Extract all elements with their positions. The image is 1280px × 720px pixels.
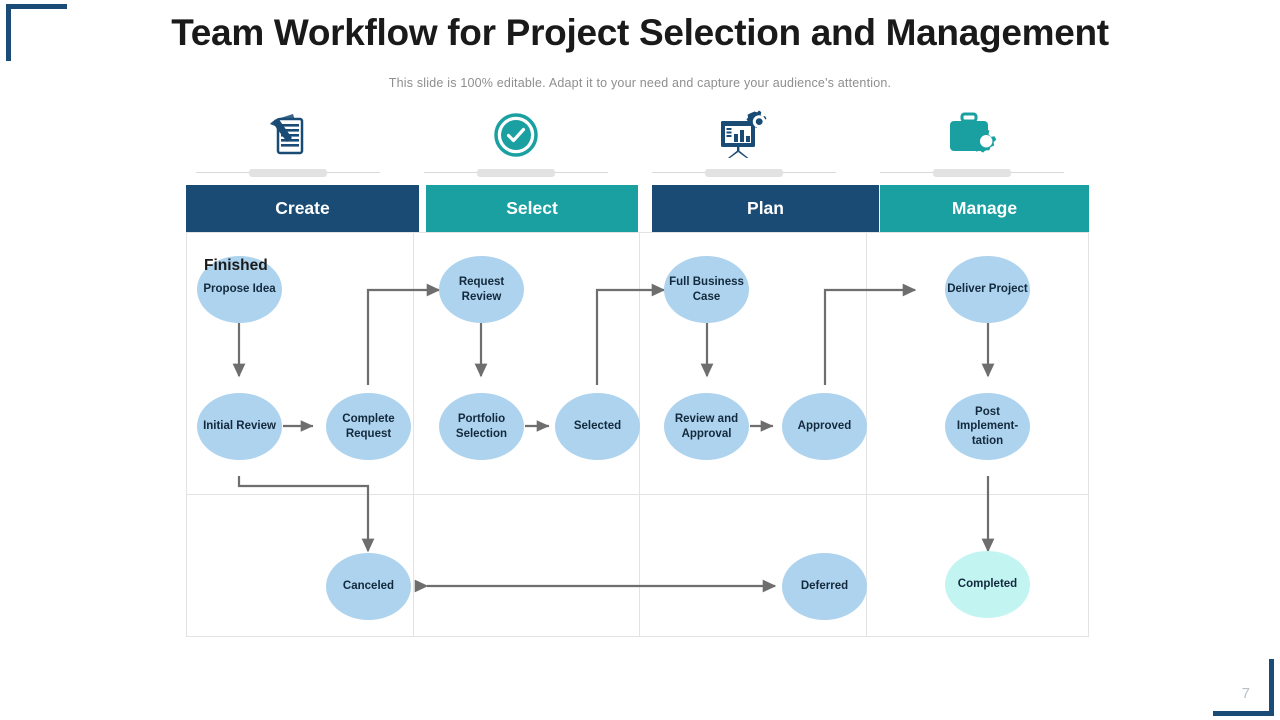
row-divider bbox=[187, 494, 1088, 495]
node-label: Deferred bbox=[800, 580, 849, 593]
icon-pedestal bbox=[880, 168, 1064, 178]
band-header-manage[interactable]: Manage bbox=[880, 185, 1089, 232]
node-deliver-project[interactable]: Deliver Project bbox=[945, 256, 1030, 323]
corner-bracket-top-left bbox=[6, 4, 67, 61]
workflow-matrix: Propose Idea Initial Review Complete Req… bbox=[186, 232, 1089, 637]
flow-connectors bbox=[232, 283, 995, 593]
node-full-business-case[interactable]: Full Business Case bbox=[664, 256, 749, 323]
page-number: 7 bbox=[1241, 685, 1250, 702]
node-canceled[interactable]: Canceled bbox=[326, 553, 411, 620]
icon-pedestal bbox=[652, 168, 836, 178]
icon-cell-select bbox=[414, 104, 618, 184]
page-title: Team Workflow for Project Selection and … bbox=[171, 12, 1109, 53]
page-subtitle: This slide is 100% editable. Adapt it to… bbox=[388, 76, 892, 90]
presentation-gear-icon bbox=[642, 104, 846, 166]
lane-divider-2 bbox=[639, 233, 640, 636]
icon-cell-create bbox=[186, 104, 390, 184]
node-label: Review and Approval bbox=[674, 413, 739, 440]
node-complete-request[interactable]: Complete Request bbox=[326, 393, 411, 460]
icon-row bbox=[186, 104, 1089, 184]
node-label: Complete Request bbox=[342, 413, 395, 440]
node-label: Full Business Case bbox=[669, 276, 744, 303]
document-pencil-icon bbox=[186, 104, 390, 166]
node-portfolio-selection[interactable]: Portfolio Selection bbox=[439, 393, 524, 460]
node-completed[interactable]: Completed bbox=[945, 551, 1030, 618]
band-label: Manage bbox=[951, 198, 1018, 218]
icon-cell-plan bbox=[642, 104, 846, 184]
node-label: Deliver Project bbox=[947, 283, 1028, 296]
node-approved[interactable]: Approved bbox=[782, 393, 867, 460]
finished-row-label: Finished bbox=[204, 257, 268, 274]
band-label: Plan bbox=[747, 198, 784, 218]
node-deferred[interactable]: Deferred bbox=[782, 553, 867, 620]
node-selected[interactable]: Selected bbox=[555, 393, 640, 460]
briefcase-gear-icon bbox=[870, 104, 1074, 166]
band-header-create[interactable]: Create bbox=[186, 185, 419, 232]
node-label: Canceled bbox=[342, 580, 395, 593]
node-initial-review[interactable]: Initial Review bbox=[197, 393, 282, 460]
band-label: Select bbox=[506, 198, 558, 218]
node-label: Selected bbox=[573, 420, 622, 433]
band-header-row: Create Select Plan Manage bbox=[186, 185, 1089, 232]
lane-divider-1 bbox=[413, 233, 414, 636]
node-post-implementation[interactable]: Post Implement-tation bbox=[945, 393, 1030, 460]
icon-pedestal bbox=[424, 168, 608, 178]
node-request-review[interactable]: Request Review bbox=[439, 256, 524, 323]
icon-cell-manage bbox=[870, 104, 1074, 184]
band-label: Create bbox=[275, 198, 330, 218]
node-label: Initial Review bbox=[203, 420, 276, 433]
lane-divider-3 bbox=[866, 233, 867, 636]
node-review-and-approval[interactable]: Review and Approval bbox=[664, 393, 749, 460]
band-header-select[interactable]: Select bbox=[426, 185, 638, 232]
node-label: Request Review bbox=[458, 276, 505, 303]
node-propose-idea[interactable]: Propose Idea bbox=[197, 256, 282, 323]
check-circle-icon bbox=[414, 104, 618, 166]
icon-pedestal bbox=[196, 168, 380, 178]
node-label: Post Implement-tation bbox=[956, 406, 1019, 447]
node-label: Portfolio Selection bbox=[455, 413, 508, 440]
node-label: Approved bbox=[797, 420, 852, 433]
node-label: Propose Idea bbox=[203, 283, 276, 296]
corner-bracket-bottom-right bbox=[1213, 659, 1274, 716]
node-label: Completed bbox=[957, 578, 1018, 591]
band-header-plan[interactable]: Plan bbox=[652, 185, 879, 232]
